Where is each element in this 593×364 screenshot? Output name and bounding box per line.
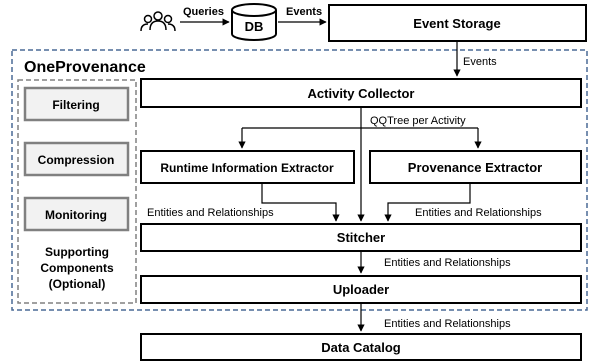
queries-label: Queries — [183, 6, 224, 18]
activity-collector-box — [140, 78, 582, 108]
stitcher-box — [140, 223, 582, 252]
monitoring-box — [23, 196, 130, 232]
activity-collector-label: Activity Collector — [308, 86, 415, 101]
compression-label: Compression — [38, 153, 115, 167]
provenance-extractor-box — [369, 150, 582, 184]
entities-uploader-label: Entities and Relationships — [384, 318, 511, 330]
provenance-to-stitcher-arrow — [384, 183, 471, 222]
runtime-extractor-box — [140, 150, 355, 184]
filtering-label: Filtering — [52, 98, 99, 112]
runtime-extractor-label: Runtime Information Extractor — [160, 161, 334, 175]
oneprovenance-title: OneProvenance — [24, 59, 146, 76]
filtering-box — [23, 86, 130, 122]
uploader-box — [140, 275, 582, 304]
stitcher-label: Stitcher — [337, 230, 385, 245]
event-storage-box — [328, 4, 587, 42]
supporting-caption-line3: (Optional) — [49, 277, 106, 291]
events-label: Events — [286, 6, 322, 18]
event-storage-label: Event Storage — [413, 16, 500, 31]
qqtree-label: QQTree per Activity — [370, 115, 466, 127]
events-down-label: Events — [463, 56, 497, 68]
compression-box — [23, 141, 130, 177]
entities-left-label: Entities and Relationships — [147, 207, 274, 219]
runtime-to-stitcher-arrow — [261, 183, 340, 222]
entities-right-label: Entities and Relationships — [415, 207, 542, 219]
supporting-components-box — [17, 79, 137, 304]
db-cylinder — [231, 3, 277, 41]
data-catalog-label: Data Catalog — [321, 340, 401, 355]
uploader-label: Uploader — [333, 282, 389, 297]
provenance-extractor-label: Provenance Extractor — [408, 160, 542, 175]
supporting-caption-line2: Components — [40, 261, 114, 275]
oneprovenance-container — [11, 49, 588, 311]
data-catalog-box — [140, 333, 582, 361]
db-label: DB — [245, 19, 264, 34]
entities-stitcher-label: Entities and Relationships — [384, 257, 511, 269]
supporting-caption-line1: Supporting — [45, 245, 109, 259]
monitoring-label: Monitoring — [45, 208, 107, 222]
users-icon — [140, 11, 176, 32]
